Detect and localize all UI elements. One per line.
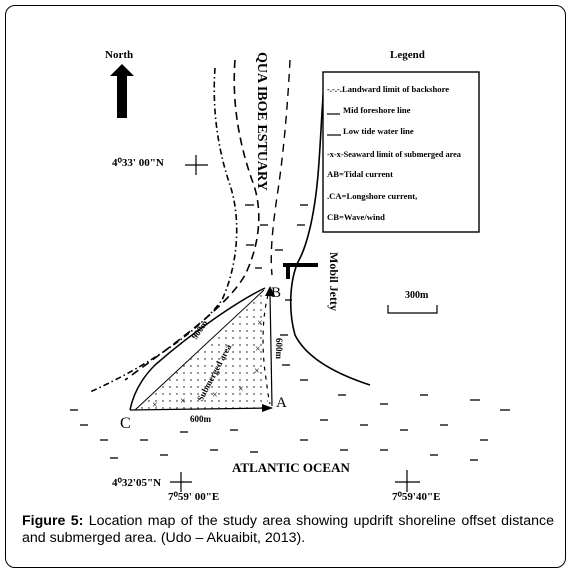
water-marks — [70, 204, 510, 461]
legend-item-ca: .CA=Longshore current, — [327, 191, 417, 201]
legend-title: Legend — [390, 49, 425, 61]
legend-item-mid-foreshore: Mid foreshore line — [343, 105, 411, 115]
distance-ab-label: 600m — [274, 338, 284, 360]
line-ab — [269, 292, 273, 407]
legend-item-low-tide: Low tide water line — [343, 126, 414, 136]
coordinate-cross-bottom-left — [170, 472, 192, 492]
landward-limit-line — [89, 67, 238, 393]
north-label: North — [105, 49, 133, 61]
caption-text: Location map of the study area showing u… — [22, 513, 554, 546]
low-tide-line-left — [129, 287, 266, 411]
lat-bottom-label: 4⁰32'05"N — [112, 477, 161, 489]
point-b-label: B — [271, 285, 281, 301]
north-arrow-icon — [110, 64, 134, 118]
scale-label: 300m — [405, 290, 429, 301]
coordinate-cross-top — [185, 155, 208, 175]
jetty-label: Mobil Jetty — [327, 252, 341, 311]
caption-label: Figure 5: — [22, 513, 84, 529]
lon-right-label: 7⁰59'40"E — [392, 491, 440, 503]
point-a-label: A — [276, 395, 287, 411]
figure-caption: Figure 5: Location map of the study area… — [22, 513, 554, 547]
estuary-label: QUA IBOE ESTUARY — [254, 52, 269, 191]
mobil-jetty-icon — [283, 263, 318, 279]
lon-left-label: 7⁰59' 00"E — [168, 491, 219, 503]
distance-ca-label: 600m — [190, 414, 212, 424]
legend-item-ab: AB=Tidal current — [327, 169, 393, 179]
legend-item-landward: -.-.-.Landward limit of backshore — [327, 84, 449, 94]
low-tide-line-right — [289, 71, 371, 386]
arrow-a-icon — [262, 404, 273, 412]
legend-item-seaward: -x-x-Seaward limit of submerged area — [327, 150, 462, 159]
legend-item-cb: CB=Wave/wind — [327, 212, 385, 222]
line-ca — [129, 407, 273, 411]
coordinate-cross-bottom-right — [395, 470, 420, 492]
mid-foreshore-line-left — [124, 59, 260, 381]
mid-foreshore-line-right — [270, 59, 291, 276]
line-cb — [134, 289, 265, 411]
arrow-b-icon — [265, 286, 275, 296]
ocean-label: ATLANTIC OCEAN — [232, 460, 350, 475]
legend-box — [322, 71, 480, 233]
scale-bar — [387, 305, 438, 314]
point-c-label: C — [120, 415, 131, 432]
distance-900-label: 900m — [189, 318, 210, 341]
submerged-area — [135, 290, 268, 410]
lat-top-label: 4⁰33' 00"N — [112, 157, 164, 169]
